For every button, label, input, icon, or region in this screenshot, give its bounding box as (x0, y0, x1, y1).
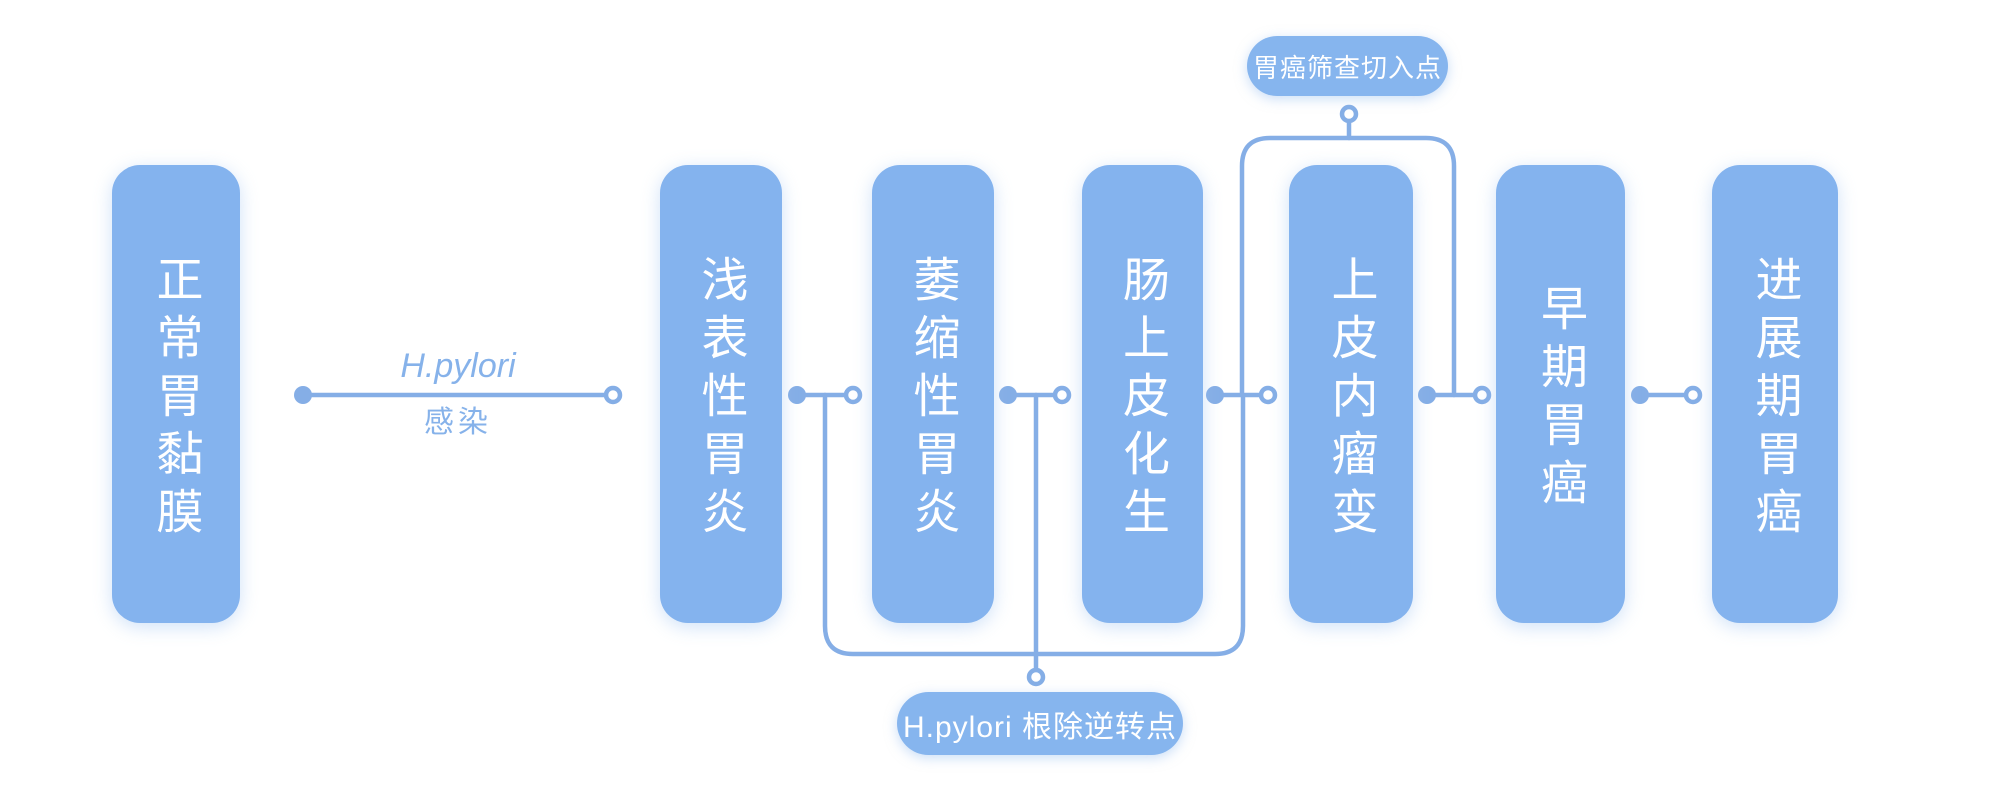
bottom-callout-circle-icon (1026, 667, 1046, 687)
edge-label-hpylori: H.pylori (400, 347, 516, 385)
edge-label-infection: 感染 (424, 406, 492, 439)
connector-early-to-advanced (1631, 385, 1703, 405)
stage-node-superficial-gastritis: 浅表性胃炎 (660, 165, 782, 623)
connector-start-dot-icon (1631, 386, 1649, 404)
connector-end-circle-icon (1052, 385, 1072, 405)
connector-end-circle-icon (603, 385, 623, 405)
connector-start-dot-icon (1206, 386, 1224, 404)
connector-atrophic-to-metaplasia (999, 385, 1072, 405)
connector-start-dot-icon (788, 386, 806, 404)
stage-label: 进展期胃癌 (1748, 254, 1802, 545)
stage-node-advanced-gastric-cancer: 进展期胃癌 (1712, 165, 1838, 623)
stage-label: 正常胃黏膜 (149, 254, 203, 545)
connector-normal-to-superficial (294, 385, 623, 405)
stage-label: 上皮内瘤变 (1324, 254, 1378, 545)
stage-node-early-gastric-cancer: 早期胃癌 (1496, 165, 1625, 623)
stage-node-intraepithelial-neoplasia: 上皮内瘤变 (1289, 165, 1413, 623)
top-callout-circle-icon (1339, 104, 1359, 124)
connector-end-circle-icon (1683, 385, 1703, 405)
connector-end-circle-icon (1258, 385, 1278, 405)
stage-label: 早期胃癌 (1534, 283, 1587, 516)
connector-superficial-to-atrophic (788, 385, 863, 405)
connector-start-dot-icon (1418, 386, 1436, 404)
stage-node-atrophic-gastritis: 萎缩性胃炎 (872, 165, 994, 623)
stage-label: 萎缩性胃炎 (906, 254, 960, 545)
connector-end-circle-icon (1472, 385, 1492, 405)
connector-start-dot-icon (999, 386, 1017, 404)
connector-neoplasia-to-early (1418, 385, 1492, 405)
connector-end-circle-icon (843, 385, 863, 405)
eradication-reversal-callout: H.pylori 根除逆转点 (897, 692, 1183, 755)
stage-label: 浅表性胃炎 (694, 254, 748, 545)
stage-node-normal-mucosa: 正常胃黏膜 (112, 165, 240, 623)
screening-entry-callout: 胃癌筛查切入点 (1247, 36, 1448, 96)
stage-label: 肠上皮化生 (1116, 254, 1169, 545)
stage-node-intestinal-metaplasia: 肠上皮化生 (1082, 165, 1203, 623)
connector-start-dot-icon (294, 386, 312, 404)
